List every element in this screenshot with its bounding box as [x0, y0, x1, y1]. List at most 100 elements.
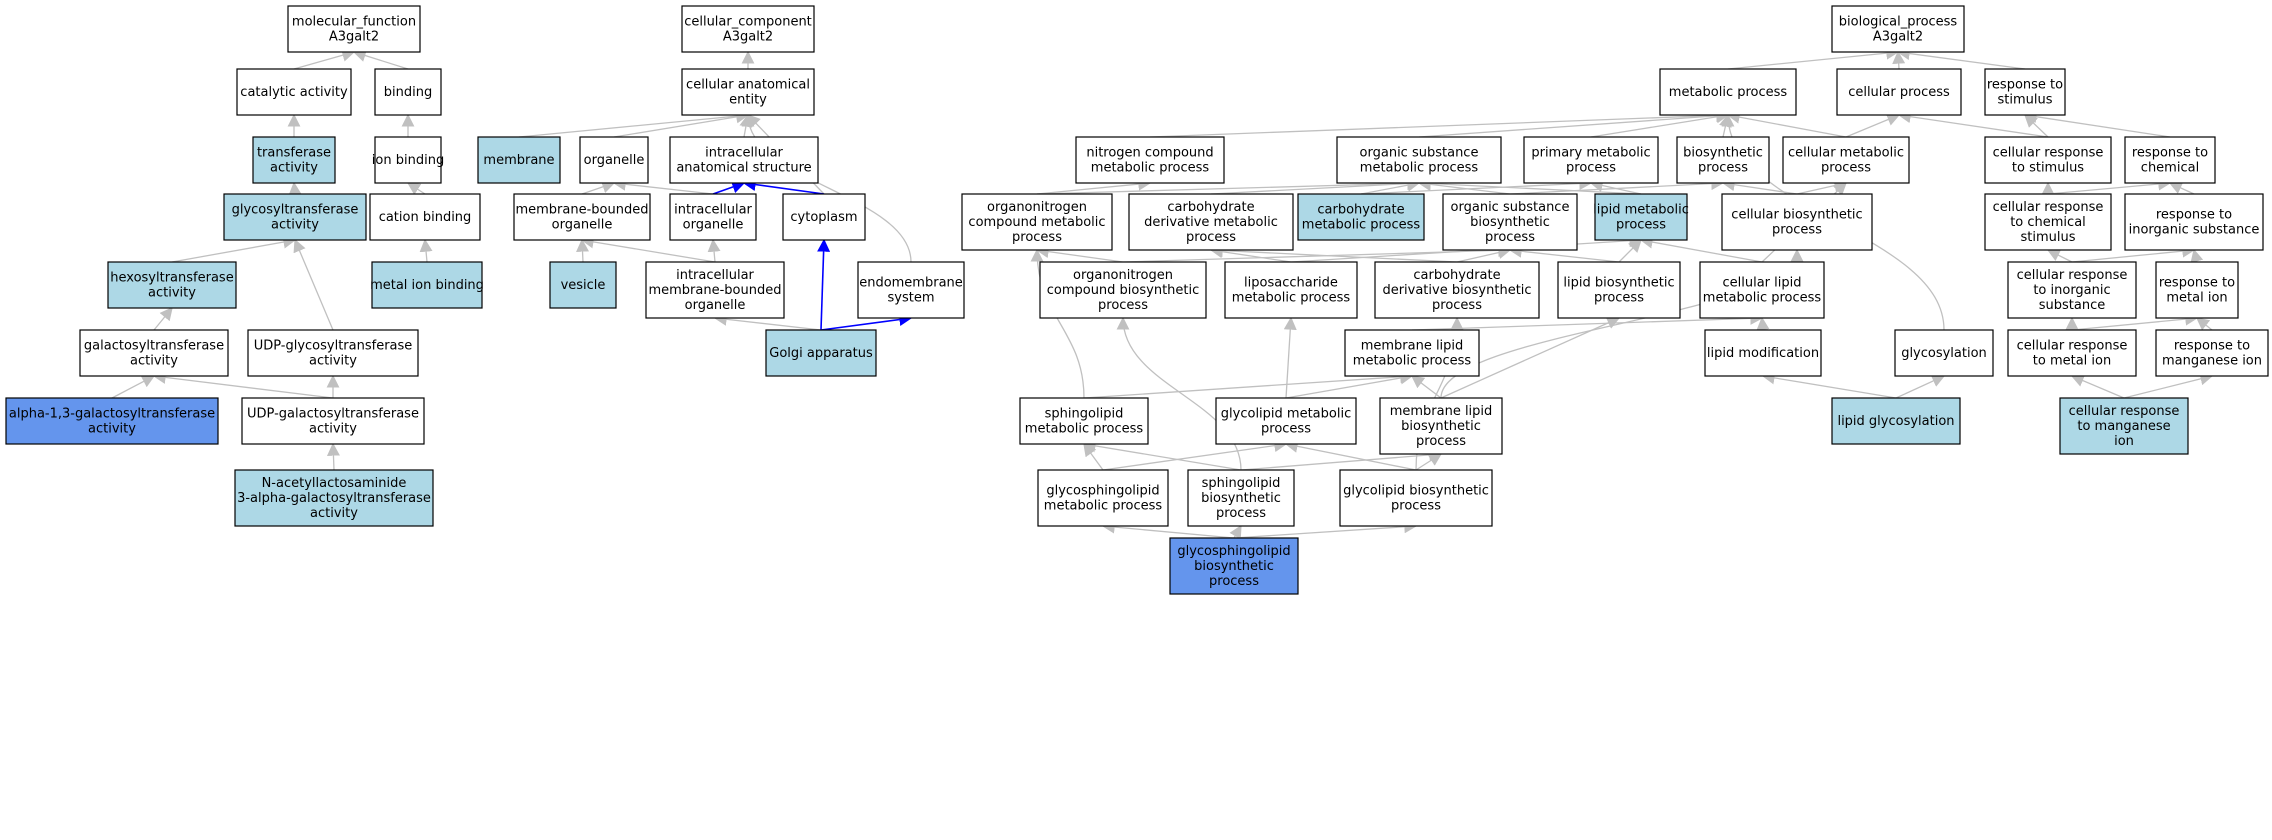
node-label-line: activity: [130, 354, 178, 369]
node-label-line: derivative metabolic: [1144, 215, 1278, 230]
node-cytoplasm[interactable]: cytoplasm: [782, 193, 866, 241]
node-label-line: metabolic process: [1232, 291, 1351, 306]
node-box: [79, 329, 229, 377]
node-label-line: cellular lipid: [1722, 276, 1801, 291]
node-membrane[interactable]: membrane: [477, 136, 561, 184]
node-box: [1831, 397, 1961, 445]
edge-gsphingometab-to-sphingometab: [1083, 442, 1104, 471]
node-label-line: membrane lipid: [1361, 339, 1464, 354]
node-cationbinding[interactable]: cation binding: [369, 193, 481, 241]
node-box: [1557, 261, 1681, 319]
node-catalytic[interactable]: catalytic activity: [236, 68, 352, 116]
edge-glycolipidmetab-to-liposacch: [1283, 316, 1297, 399]
node-metalionbinding[interactable]: metal ion binding: [370, 261, 484, 309]
node-box: [247, 329, 419, 377]
edge-cationbinding-to-ionbinding: [406, 182, 426, 195]
edge-gsphingobio-to-glycolipidbio: [1233, 520, 1418, 539]
edge-glycolipidbio-to-glycolipidmetab: [1284, 439, 1417, 471]
node-box: [241, 397, 425, 445]
node-lipidmod[interactable]: lipid modification: [1704, 329, 1822, 377]
node-box: [1187, 469, 1295, 527]
node-label-line: lipid glycosylation: [1837, 414, 1954, 429]
edge-memlipidbio-to-lipidbiosynth: [1440, 316, 1621, 399]
node-organelle[interactable]: organelle: [579, 136, 649, 184]
node-label-line: organonitrogen: [1073, 268, 1173, 283]
node-box: [579, 136, 649, 184]
node-label-line: intracellular: [674, 203, 752, 218]
node-vesicle[interactable]: vesicle: [549, 261, 617, 309]
node-label-line: inorganic substance: [2129, 223, 2260, 238]
node-box: [782, 193, 866, 241]
node-label-line: cellular response: [2017, 268, 2128, 283]
edge-onitbiosynth-to-onitmetab: [1035, 245, 1124, 263]
edge-glycolipidbio-to-memlipidbio: [1415, 453, 1443, 471]
node-binding[interactable]: binding: [374, 68, 442, 116]
node-label-line: process: [1594, 291, 1644, 306]
edge-catalytic-to-mf: [293, 48, 356, 70]
node-cellularprocess[interactable]: cellular process: [1836, 68, 1962, 116]
node-label-line: cellular response: [2017, 339, 2128, 354]
node-box: [1676, 136, 1770, 184]
node-metabolic[interactable]: metabolic process: [1659, 68, 1797, 116]
node-ionbinding[interactable]: ion binding: [372, 136, 444, 184]
node-label-line: organelle: [683, 218, 744, 233]
node-box: [5, 397, 219, 445]
node-label-line: cellular process: [1848, 85, 1950, 100]
node-lipidglyc[interactable]: lipid glycosylation: [1831, 397, 1961, 445]
node-golgi[interactable]: Golgi apparatus: [765, 329, 877, 377]
node-glycosylation[interactable]: glycosylation: [1894, 329, 1994, 377]
node-nacetyl[interactable]: N-acetyllactosaminide3-alpha-galactosylt…: [234, 469, 434, 527]
